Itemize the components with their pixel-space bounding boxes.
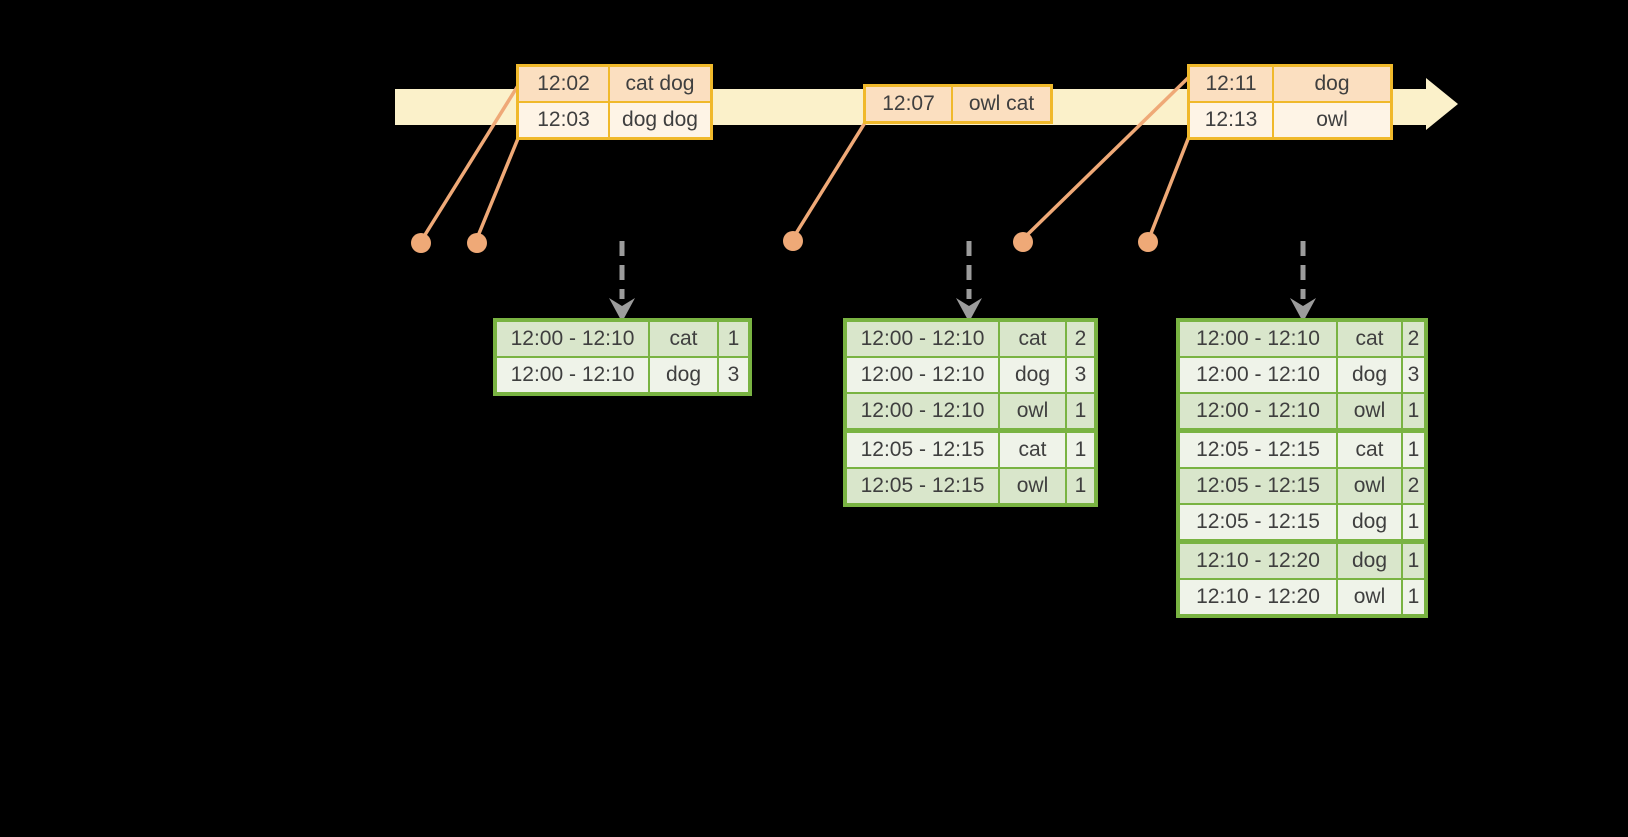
cell-time: 12:03 (516, 101, 610, 140)
cell-count: 1 (1065, 429, 1097, 469)
cell-words: dog (1272, 64, 1393, 103)
cell-window: 12:00 - 12:10 (844, 356, 1000, 394)
event-dot (1138, 232, 1158, 252)
cell-words: owl (1272, 101, 1393, 140)
cell-words: dog dog (608, 101, 713, 140)
cell-word: owl (1336, 467, 1403, 505)
cell-count: 1 (717, 319, 751, 358)
cell-count: 2 (1401, 467, 1427, 505)
event-dot (467, 233, 487, 253)
cell-window: 12:05 - 12:15 (1177, 467, 1338, 505)
cell-window: 12:05 - 12:15 (844, 467, 1000, 506)
cell-count: 1 (1401, 578, 1427, 617)
cell-word: cat (1336, 319, 1403, 358)
cell-word: dog (648, 356, 719, 395)
timeline-arrowhead (1426, 78, 1458, 130)
cell-count: 1 (1065, 392, 1097, 433)
event-connector-line (1148, 133, 1192, 237)
cell-count: 1 (1401, 392, 1427, 433)
cell-word: dog (1336, 503, 1403, 544)
cell-count: 3 (1401, 356, 1427, 394)
event-dot (783, 231, 803, 251)
event-connector-line (476, 135, 521, 237)
event-dot (411, 233, 431, 253)
cell-window: 12:05 - 12:15 (1177, 429, 1338, 469)
trigger-arrow-head (956, 298, 982, 322)
cell-time: 12:13 (1187, 101, 1274, 140)
cell-window: 12:00 - 12:10 (494, 356, 650, 395)
trigger-arrow-head (1290, 298, 1316, 322)
cell-count: 1 (1401, 503, 1427, 544)
cell-time: 12:11 (1187, 64, 1274, 103)
cell-word: cat (648, 319, 719, 358)
cell-word: dog (1336, 356, 1403, 394)
cell-count: 2 (1401, 319, 1427, 358)
cell-count: 2 (1065, 319, 1097, 358)
cell-window: 12:00 - 12:10 (1177, 392, 1338, 433)
cell-word: owl (998, 467, 1067, 506)
event-connector-line (1024, 74, 1192, 238)
event-connector-line (793, 120, 868, 236)
cell-word: cat (998, 319, 1067, 358)
cell-word: owl (998, 392, 1067, 433)
cell-count: 1 (1401, 429, 1427, 469)
cell-time: 12:07 (863, 84, 953, 124)
cell-word: dog (1336, 540, 1403, 580)
cell-window: 12:10 - 12:20 (1177, 578, 1338, 617)
cell-window: 12:05 - 12:15 (1177, 503, 1338, 544)
cell-count: 3 (1065, 356, 1097, 394)
cell-word: dog (998, 356, 1067, 394)
cell-count: 1 (1065, 467, 1097, 506)
event-dot (1013, 232, 1033, 252)
cell-window: 12:00 - 12:10 (844, 392, 1000, 433)
cell-count: 3 (717, 356, 751, 395)
cell-window: 12:00 - 12:10 (1177, 319, 1338, 358)
event-connector-line (421, 83, 521, 239)
cell-word: cat (1336, 429, 1403, 469)
cell-time: 12:02 (516, 64, 610, 103)
cell-words: owl cat (951, 84, 1053, 124)
cell-window: 12:00 - 12:10 (1177, 356, 1338, 394)
cell-words: cat dog (608, 64, 713, 103)
cell-window: 12:05 - 12:15 (844, 429, 1000, 469)
trigger-arrow-head (609, 298, 635, 322)
cell-word: owl (1336, 392, 1403, 433)
cell-word: owl (1336, 578, 1403, 617)
cell-count: 1 (1401, 540, 1427, 580)
cell-word: cat (998, 429, 1067, 469)
cell-window: 12:00 - 12:10 (844, 319, 1000, 358)
cell-window: 12:00 - 12:10 (494, 319, 650, 358)
cell-window: 12:10 - 12:20 (1177, 540, 1338, 580)
